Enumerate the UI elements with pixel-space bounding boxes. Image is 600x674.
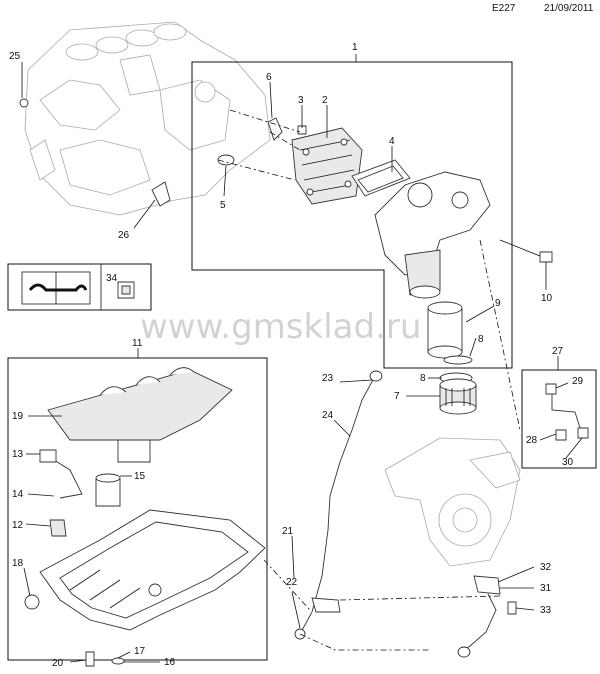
bolt-part-33 [507,601,517,615]
service-info-box [7,263,152,311]
diagram-date: 21/09/2011 [544,3,594,14]
engine-block-outline [24,21,271,216]
group-frame-1 [191,61,513,369]
oil-pickup-pipe [53,459,83,499]
callout-27: 27 [552,346,564,357]
dash-line-3 [339,595,501,601]
oil-pan [39,509,266,631]
callout-30: 30 [562,457,574,468]
callout-19: 19 [12,411,24,422]
seal-ring-upper [443,355,473,365]
watermark-text: www.gmsklad.ru [140,307,421,347]
oil-feed-line [545,383,589,441]
connector-icon [117,281,135,299]
callout-17: 17 [134,646,146,657]
callout-22: 22 [286,577,298,588]
bolt-part-10 [539,251,553,263]
callout-26: 26 [118,230,130,241]
dash-line-2 [263,559,311,611]
dash-line-4 [217,159,296,181]
dash-line-6 [269,131,301,151]
filter-element [427,301,463,359]
plug-part-25 [19,98,29,108]
callout-1: 1 [352,42,358,53]
diagram-code: E227 [492,3,516,14]
bracket-part-6 [267,117,283,141]
oil-baffle [47,367,233,463]
bolt-part-20 [85,651,95,667]
callout-16: 16 [164,657,176,668]
callout-23: 23 [322,373,334,384]
callout-25: 25 [9,51,21,62]
callout-12: 12 [12,520,24,531]
leader-lines [21,54,583,663]
filter-cap [439,378,477,415]
group-frame-11 [7,357,268,661]
callout-20: 20 [52,658,64,669]
callout-31: 31 [540,583,552,594]
oil-cooler [291,127,363,205]
callout-10: 10 [541,293,553,304]
callout-14: 14 [12,489,24,500]
oil-filter-housing [374,171,491,299]
oil-strainer-top [95,473,121,483]
drain-plug-18 [24,594,40,610]
washer-part-16 [111,657,125,665]
callout-18: 18 [12,558,24,569]
callout-29: 29 [572,376,584,387]
callout-6: 6 [266,72,272,83]
callout-15: 15 [134,471,146,482]
callout-13: 13 [12,449,24,460]
dipstick-tube [294,370,383,640]
callout-24: 24 [322,410,334,421]
callout-7: 7 [394,391,400,402]
book-wrench-icon [21,271,91,305]
turbocharger-outline [384,437,521,567]
dash-line-5 [229,109,301,133]
callout-34: 34 [106,273,118,284]
cooler-gasket-inner [357,165,404,193]
dash-line-1 [299,633,430,651]
callout-33: 33 [540,605,552,616]
bolt-10-axis [499,239,541,257]
callout-8-upper: 8 [478,334,484,345]
callout-8-lower: 8 [420,373,426,384]
group-frame-27 [521,369,597,469]
callout-5: 5 [220,200,226,211]
callout-21: 21 [282,526,294,537]
callout-9: 9 [495,298,501,309]
connector-part-12 [49,519,67,537]
dash-line-7 [479,239,521,431]
oil-return-line [457,575,501,658]
sensor-part-26 [151,181,171,207]
callout-3: 3 [298,95,304,106]
callout-11: 11 [132,338,143,349]
sensor-part-13 [39,449,57,463]
callout-28: 28 [526,435,538,446]
callout-32: 32 [540,562,552,573]
callout-2: 2 [322,95,328,106]
callout-4: 4 [389,136,395,147]
